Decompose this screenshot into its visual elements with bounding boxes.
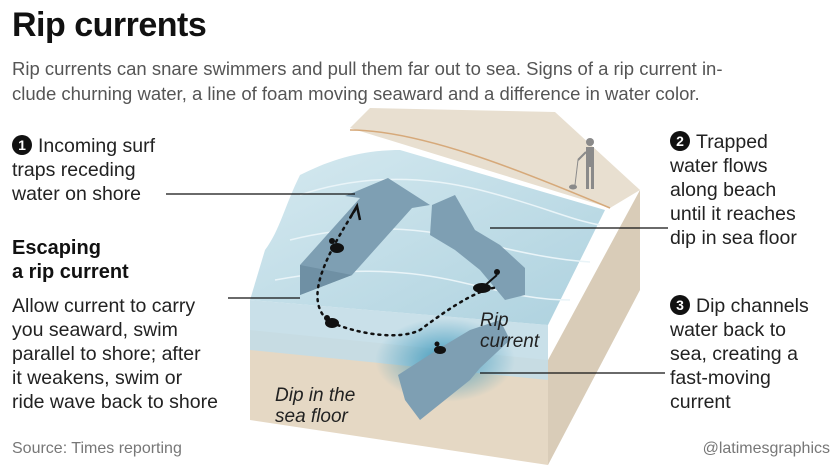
subtitle-line: clude churning water, a line of foam mov… [12, 83, 700, 104]
callout-text: water on shore [12, 183, 141, 205]
escaping-heading-line: Escaping [12, 237, 101, 259]
escaping-body-line: ride wave back to shore [12, 391, 218, 413]
callout-trapped-water: 2 Trapped water flows along beach until i… [670, 130, 797, 250]
callout-text: current [670, 391, 731, 413]
callout-text: traps receding [12, 159, 136, 181]
callout-text: along beach [670, 179, 777, 201]
escaping-body-line: Allow current to carry [12, 295, 196, 317]
escaping-body-line: you seaward, swim [12, 319, 178, 341]
arrow-incoming-surf [300, 178, 430, 295]
dip-label-line: Dip in the [275, 385, 356, 406]
dip-label: Dip in the sea floor [275, 385, 355, 427]
rip-current-label-line: Rip [480, 310, 509, 331]
arrow-trapped-water [430, 195, 525, 300]
escape-path [316, 208, 500, 337]
dip-label-line: sea floor [275, 406, 348, 427]
callout-number: 1 [12, 135, 32, 155]
callout-text: until it reaches [670, 203, 796, 225]
arrow-rip-channel [398, 320, 510, 420]
callout-text: fast-moving [670, 367, 771, 389]
callout-incoming-surf: 1 Incoming surf traps receding water on s… [12, 134, 155, 206]
wave-line [299, 178, 601, 226]
source-note: Source: Times reporting [12, 440, 182, 457]
block-right-side [548, 190, 640, 465]
callout-text: water flows [670, 155, 768, 177]
callout-text: sea, creating a [670, 343, 798, 365]
swimmer [329, 238, 344, 253]
swimmer [434, 341, 446, 354]
escaping-body-line: parallel to shore; after [12, 343, 201, 365]
callout-text: Dip channels [696, 295, 809, 317]
subtitle-line: Rip currents can snare swimmers and pull… [12, 58, 723, 79]
escaping-body-line: it weakens, swim or [12, 367, 183, 389]
beach-surface [350, 108, 640, 208]
swimmer [473, 269, 500, 293]
escaping-heading: Escaping a rip current [12, 236, 129, 284]
escape-path-head [348, 202, 362, 221]
callout-number: 2 [670, 131, 690, 151]
callout-text: water back to [670, 319, 786, 341]
rip-current-label-line: current [480, 331, 540, 352]
swimmer [324, 315, 339, 328]
callout-number: 3 [670, 295, 690, 315]
shoreline [349, 129, 611, 209]
page-title: Rip currents [12, 6, 207, 44]
person-with-dog-icon [569, 138, 594, 190]
callout-text: dip in sea floor [670, 227, 797, 249]
escaping-heading-line: a rip current [12, 261, 129, 283]
callout-text: Trapped [696, 131, 768, 153]
arrow-incoming-surf-top [300, 265, 352, 295]
credit-note: @latimesgraphics [702, 440, 830, 457]
escaping-body: Allow current to carry you seaward, swim… [12, 294, 218, 414]
rip-current-label: Rip current [480, 310, 539, 352]
callout-dip-channels: 3 Dip channels water back to sea, creatin… [670, 294, 809, 414]
subtitle: Rip currents can snare swimmers and pull… [12, 56, 832, 106]
callout-text: Incoming surf [38, 135, 156, 157]
